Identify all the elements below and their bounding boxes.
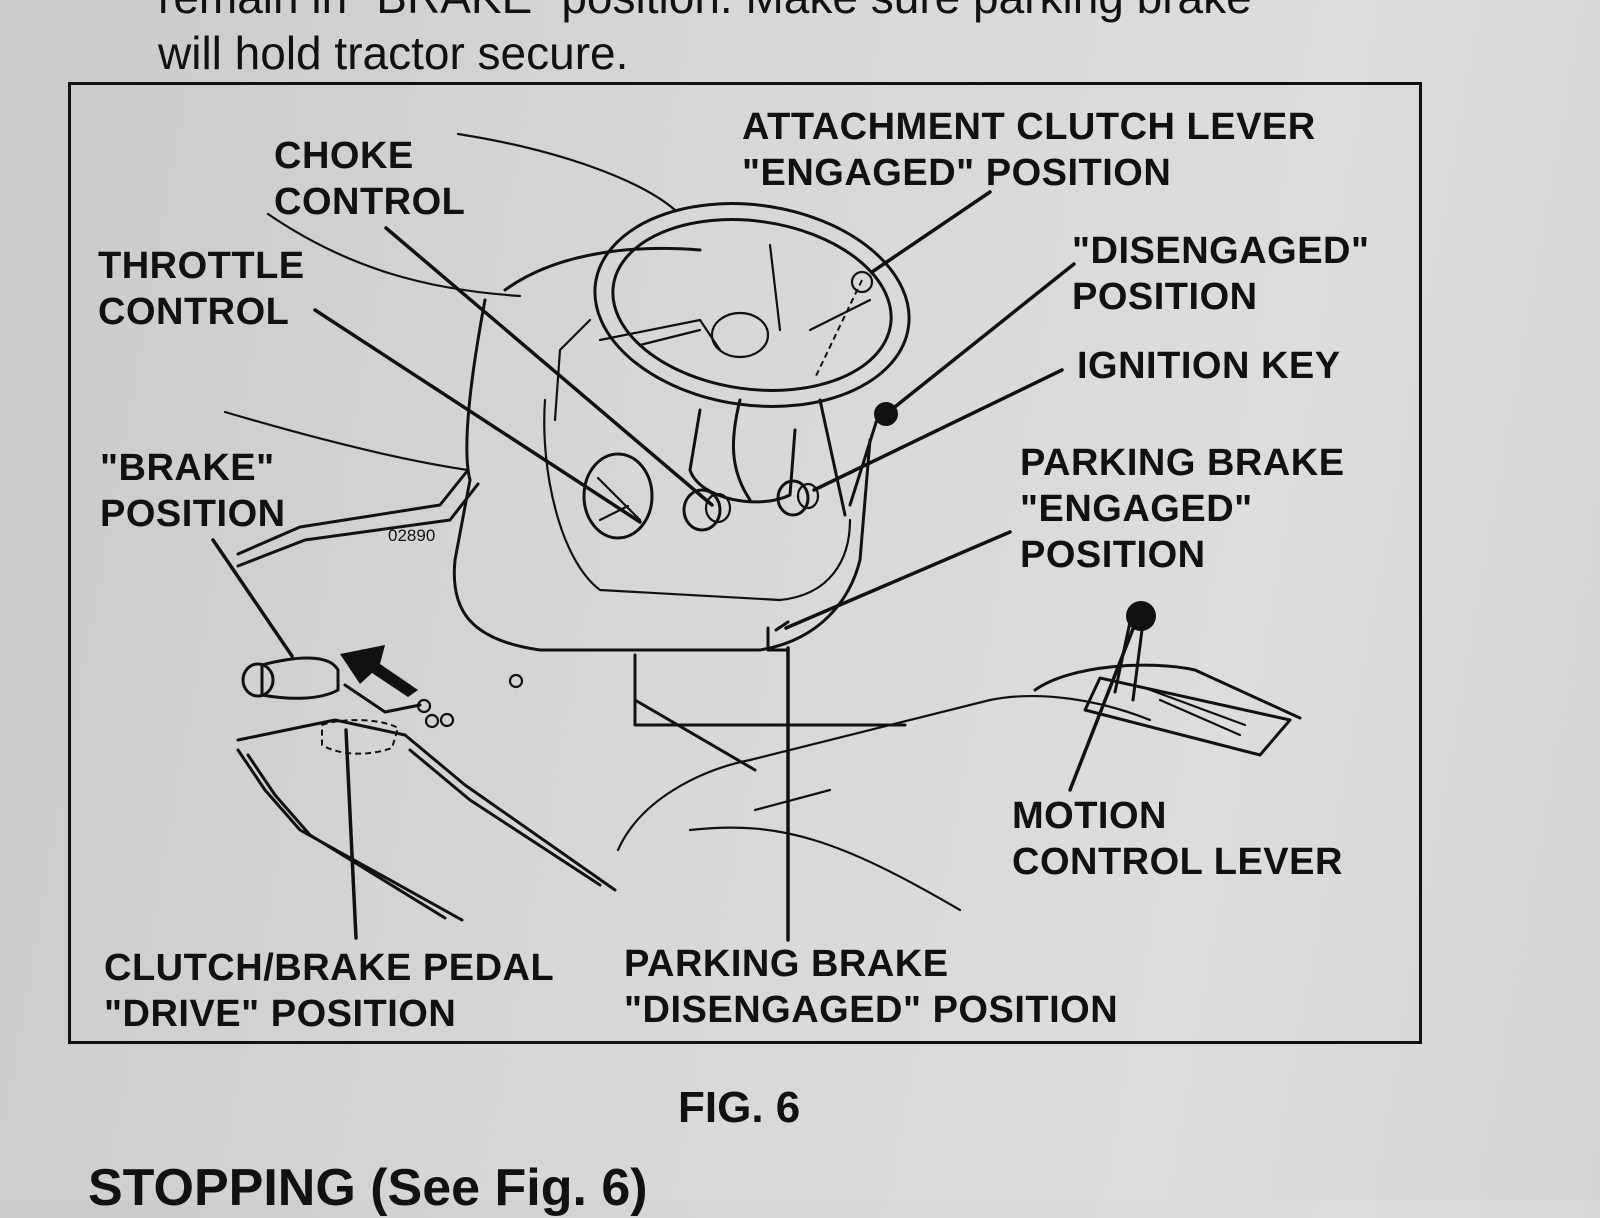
label-attachment-clutch-engaged: ATTACHMENT CLUTCH LEVER"ENGAGED" POSITIO… [742, 106, 1316, 194]
section-heading: STOPPING (See Fig. 6) [88, 1159, 648, 1217]
throttle-dial [582, 452, 654, 540]
background-contour-lines [223, 132, 677, 472]
label-clutch-brake-pedal-drive: CLUTCH/BRAKE PEDAL"DRIVE" POSITION [104, 947, 555, 1035]
label-ignition-key: IGNITION KEY [1077, 345, 1341, 387]
intro-text-line-2: will hold tractor secure. [158, 27, 629, 79]
callout-leaders [211, 190, 1140, 942]
figure-frame [68, 82, 1422, 1044]
intro-text-line-1: remain in "BRAKE" position. Make sure pa… [158, 0, 1252, 24]
figure-caption: FIG. 6 [678, 1083, 801, 1132]
label-brake-position: "BRAKE"POSITION [100, 447, 286, 535]
choke-knob [682, 488, 732, 532]
arrow-icon [340, 645, 418, 697]
steering-wheel [593, 202, 911, 504]
part-number: 02890 [388, 526, 436, 545]
brake-pedal [241, 645, 524, 755]
label-parking-brake-disengaged: PARKING BRAKE"DISENGAGED" POSITION [624, 943, 1119, 1031]
parking-brake-knob [766, 620, 790, 652]
motion-lever-knob [1126, 601, 1156, 631]
ignition-switch [776, 479, 820, 517]
label-parking-brake-engaged: PARKING BRAKE"ENGAGED"POSITION [1020, 442, 1345, 576]
attachment-clutch-lever [814, 270, 898, 517]
motion-control-plate [1033, 601, 1302, 757]
tractor-frame-rails [236, 695, 1152, 922]
label-disengaged-position: "DISENGAGED"POSITION [1072, 230, 1370, 318]
dashboard-console [236, 246, 907, 772]
